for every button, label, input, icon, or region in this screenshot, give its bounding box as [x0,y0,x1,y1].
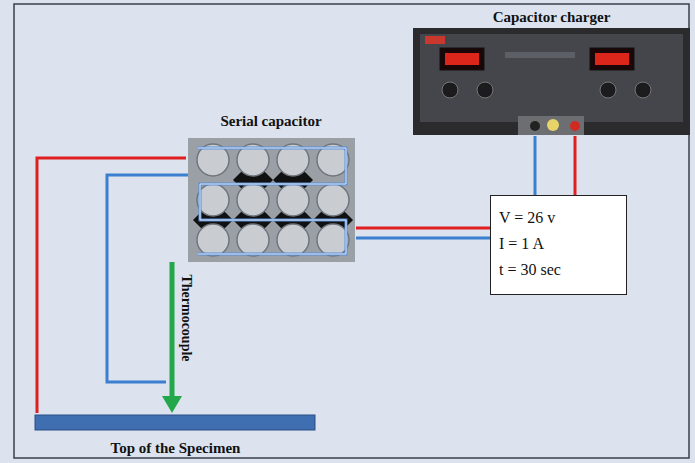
parameter-text: V = 26 v [499,205,618,231]
parameter-text: t = 30 sec [499,257,618,283]
wire [356,227,490,230]
capacitor-photo [188,138,355,262]
frame [14,4,689,458]
parameter-box: V = 26 vI = 1 At = 30 sec [490,195,627,295]
charger-node: Capacitor charger [413,4,690,136]
thermocouple-label: Thermocouple [178,274,194,361]
specimen-node: Top of the Specimen [33,413,318,459]
wire [574,136,577,195]
node-heading: Serial capacitor [186,112,356,130]
capacitor-node: Serial capacitor [186,108,356,263]
thermocouple-wire [107,175,188,382]
charger-photo [413,28,690,135]
wire [534,136,537,195]
node-heading: Capacitor charger [413,8,690,26]
wire [356,237,490,240]
node-heading: Top of the Specimen [33,439,318,457]
parameter-text: I = 1 A [499,231,618,257]
wire [37,158,186,413]
specimen-bar [35,415,315,430]
